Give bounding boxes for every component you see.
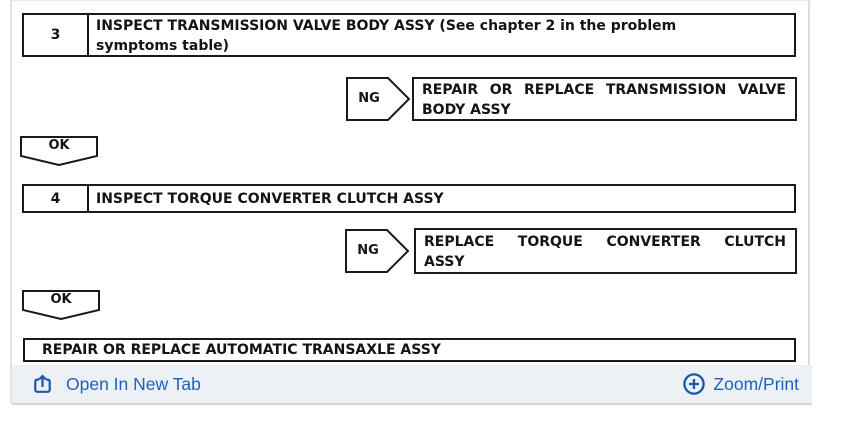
ng-label: NG — [357, 243, 379, 259]
step-number: 4 — [24, 186, 89, 211]
ng-result-line: REPAIR OR REPLACE TRANSMISSION VALVE — [422, 81, 786, 98]
bottom-toolbar: Open In New Tab Zoom/Print — [12, 365, 812, 405]
ng-connector: NG — [346, 77, 411, 121]
step-title-line: symptoms table) — [96, 37, 230, 54]
ok-connector: OK — [22, 290, 100, 320]
step-title-line: INSPECT TORQUE CONVERTER CLUTCH ASSY — [96, 191, 444, 207]
ng-label: NG — [358, 91, 380, 107]
ng-pentagon-icon — [346, 77, 411, 121]
box-arrow-up-icon — [34, 374, 51, 393]
ng-result-line: REPLACE TORQUE CONVERTER CLUTCH — [424, 233, 786, 250]
final-action-label: REPAIR OR REPLACE AUTOMATIC TRANSAXLE AS… — [42, 342, 441, 358]
ng-result-box: REPLACE TORQUE CONVERTER CLUTCH ASSY — [414, 228, 797, 274]
ng-connector: NG — [345, 229, 410, 273]
step-box-4: 4 INSPECT TORQUE CONVERTER CLUTCH ASSY — [22, 184, 796, 213]
step-title-line: INSPECT TRANSMISSION VALVE BODY ASSY (Se… — [96, 17, 677, 34]
ok-connector: OK — [20, 136, 98, 166]
open-in-new-tab-label: Open In New Tab — [66, 373, 201, 394]
plus-circle-icon — [683, 373, 706, 395]
step-box-3: 3 INSPECT TRANSMISSION VALVE BODY ASSY (… — [22, 13, 796, 57]
flowchart-panel: 3 INSPECT TRANSMISSION VALVE BODY ASSY (… — [10, 0, 812, 405]
open-in-new-tab-link[interactable]: Open In New Tab — [32, 374, 201, 395]
step-title: INSPECT TORQUE CONVERTER CLUTCH ASSY — [89, 186, 794, 211]
ok-pentagon-icon — [22, 290, 100, 320]
ng-result-box: REPAIR OR REPLACE TRANSMISSION VALVE BOD… — [412, 77, 797, 121]
ok-pentagon-icon — [20, 136, 98, 166]
ok-label: OK — [48, 138, 70, 153]
ng-result-line: ASSY — [424, 253, 465, 270]
zoom-print-label: Zoom/Print — [713, 373, 799, 394]
final-action-box: REPAIR OR REPLACE AUTOMATIC TRANSAXLE AS… — [23, 338, 796, 362]
step-title: INSPECT TRANSMISSION VALVE BODY ASSY (Se… — [89, 15, 794, 55]
ng-result-line: BODY ASSY — [422, 101, 511, 118]
ng-pentagon-icon — [345, 229, 410, 273]
zoom-print-link[interactable]: Zoom/Print — [682, 372, 799, 396]
step-number: 3 — [24, 15, 89, 55]
ok-label: OK — [50, 292, 72, 307]
